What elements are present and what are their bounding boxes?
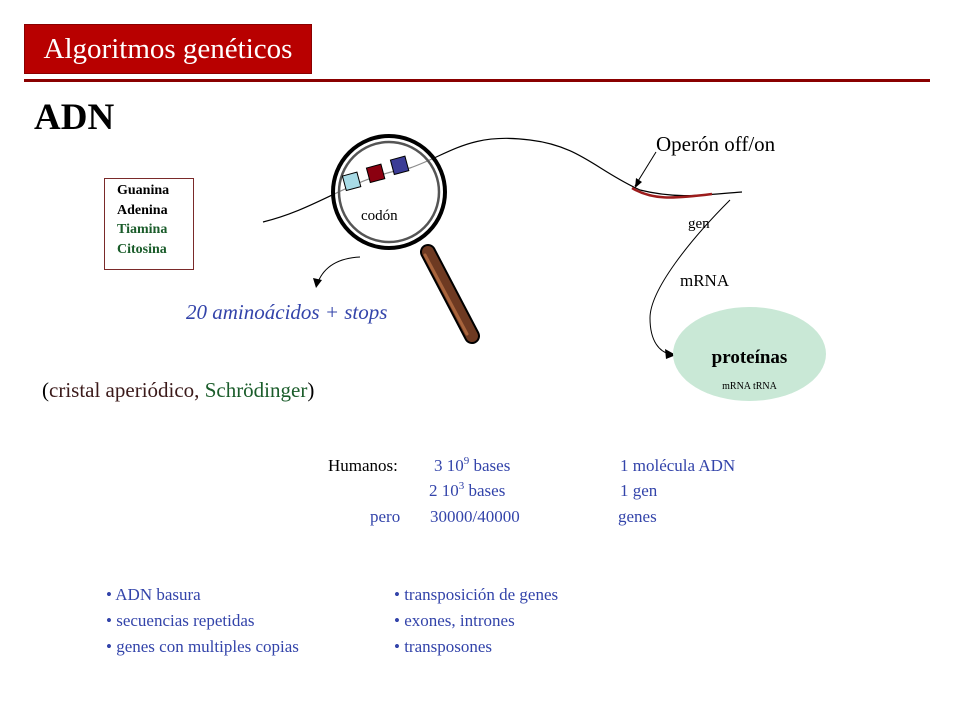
- stat-exponent: 3: [458, 480, 465, 492]
- codon-label: codón: [361, 208, 398, 224]
- nucleotide-guanina: Guanina: [117, 183, 170, 198]
- section-heading: ADN: [34, 97, 115, 138]
- molecule-desc: 1 molécula ADN: [620, 456, 736, 475]
- crystal-paren-close: ): [307, 378, 315, 402]
- bases-count-gene: 2 103 bases: [429, 481, 505, 501]
- nucleotide-adenina: Adenina: [117, 202, 168, 218]
- title-banner: Algoritmos genéticos: [24, 24, 312, 74]
- protein-blob: [673, 307, 826, 401]
- magnifier-lens: [331, 134, 447, 250]
- list-item: • ADN basura: [106, 585, 201, 604]
- list-item: • transposición de genes: [394, 585, 559, 604]
- mrna-arrowhead: [665, 349, 676, 359]
- nucleotide-citosina: Citosina: [117, 241, 167, 257]
- crystal-note: (cristal aperiódico, Schrödinger): [42, 378, 314, 403]
- bullet-list-left: • ADN basura • secuencias repetidas • ge…: [106, 582, 299, 660]
- title-divider: [24, 79, 930, 82]
- amino-arrow: [317, 256, 361, 283]
- bullet-list-right: • transposición de genes • exones, intro…: [394, 582, 558, 660]
- crystal-author: Schrödinger: [204, 378, 308, 402]
- stat-exponent: 9: [463, 455, 470, 467]
- gene-desc: 1 gen: [620, 481, 658, 500]
- stat-unit: bases: [468, 481, 506, 500]
- stat-coef: 3 10: [434, 456, 464, 475]
- mrna-label: mRNA: [680, 271, 730, 290]
- mrna-curve: [649, 199, 731, 355]
- protein-label: proteínas: [711, 347, 788, 368]
- nucleotide-legend: Guanina Adenina Tiamina Citosina: [104, 178, 194, 270]
- amino-acids-label: 20 aminoácidos + stops: [186, 300, 388, 324]
- codon-base-square: [341, 171, 362, 192]
- slide-title: Algoritmos genéticos: [43, 33, 293, 65]
- list-item: • secuencias repetidas: [106, 611, 255, 630]
- crystal-phrase: cristal aperiódico,: [49, 378, 200, 402]
- stat-coef: 2 10: [429, 481, 459, 500]
- humanos-label: Humanos:: [328, 456, 398, 475]
- list-item: • exones, intrones: [394, 611, 515, 630]
- bases-count-total: 3 109 bases: [434, 456, 510, 476]
- genes-desc: genes: [618, 507, 657, 526]
- genes-count: 30000/40000: [430, 507, 520, 526]
- codon-base-square: [365, 163, 386, 184]
- operon-label: Operón off/on: [656, 132, 776, 156]
- rna-types-label: mRNA tRNA: [722, 381, 777, 392]
- crystal-paren-open: (: [42, 378, 49, 402]
- nucleotide-tiamina: Tiamina: [117, 222, 168, 237]
- list-item: • transposones: [394, 637, 493, 656]
- pero-label: pero: [370, 507, 401, 526]
- stat-unit: bases: [473, 456, 511, 475]
- codon-base-square: [389, 155, 410, 176]
- gene-segment: [631, 186, 713, 199]
- list-item: • genes con multiples copias: [106, 637, 299, 656]
- gene-label: gen: [688, 216, 710, 232]
